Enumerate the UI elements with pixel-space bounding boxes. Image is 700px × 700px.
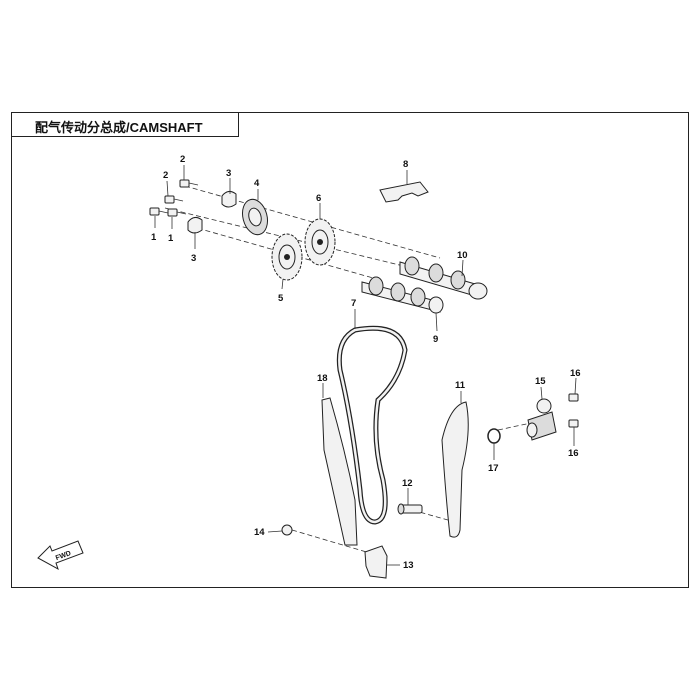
timing-chain-inner — [338, 326, 407, 524]
sprocket-part-5 — [271, 233, 303, 281]
bracket-part-3a — [221, 190, 237, 208]
camshaft-part-9 — [361, 276, 444, 314]
callout-14: 14 — [254, 527, 265, 538]
bolt-part-2b — [179, 179, 199, 188]
callout-5: 5 — [278, 293, 284, 304]
callout-labels: 1 1 2 2 3 3 4 5 6 7 8 9 10 11 12 13 14 1… — [151, 154, 581, 571]
bolt-part-2a — [164, 195, 184, 204]
fwd-arrow-icon: FWD — [37, 540, 84, 571]
leader-lines — [154, 165, 577, 566]
callout-10: 10 — [457, 250, 468, 261]
bolt-part-16b — [568, 419, 579, 428]
bolt-part-14 — [281, 524, 293, 536]
callout-1b: 1 — [168, 233, 174, 244]
tensioner-part-15 — [526, 398, 557, 441]
diagram-frame — [11, 112, 689, 588]
camshaft-part-10 — [399, 256, 488, 300]
callout-17: 17 — [488, 463, 499, 474]
bracket-part-8 — [379, 181, 429, 203]
diagram-title: 配气传动分总成/CAMSHAFT — [35, 120, 203, 135]
title-box — [11, 112, 239, 137]
callout-3a: 3 — [226, 168, 231, 179]
callout-2a: 2 — [163, 170, 168, 181]
callout-9: 9 — [433, 334, 438, 345]
bolt-part-16a — [568, 393, 579, 402]
callout-1a: 1 — [151, 232, 157, 243]
tensioner-guide-part-11 — [441, 401, 469, 538]
bracket-part-3b — [187, 216, 203, 234]
callout-7: 7 — [351, 298, 356, 309]
pin-part-12 — [397, 503, 423, 515]
callout-3b: 3 — [191, 253, 196, 264]
callout-2b: 2 — [180, 154, 185, 165]
sprocket-part-6 — [304, 218, 336, 266]
callout-8: 8 — [403, 159, 408, 170]
callout-6: 6 — [316, 193, 321, 204]
bolt-part-1a — [149, 207, 169, 216]
callout-16a: 16 — [570, 368, 581, 379]
callout-4: 4 — [254, 178, 260, 189]
o-ring-part-17 — [487, 428, 501, 444]
bolt-part-1b — [167, 208, 187, 217]
callout-15: 15 — [535, 376, 546, 387]
callout-18: 18 — [317, 373, 328, 384]
callout-12: 12 — [402, 478, 413, 489]
plate-part-13 — [364, 545, 388, 579]
chain-guide-part-18 — [321, 397, 358, 546]
tone-wheel-part-4 — [242, 198, 268, 236]
callout-16b: 16 — [568, 448, 579, 459]
callout-13: 13 — [403, 560, 414, 571]
callout-11: 11 — [455, 380, 466, 391]
